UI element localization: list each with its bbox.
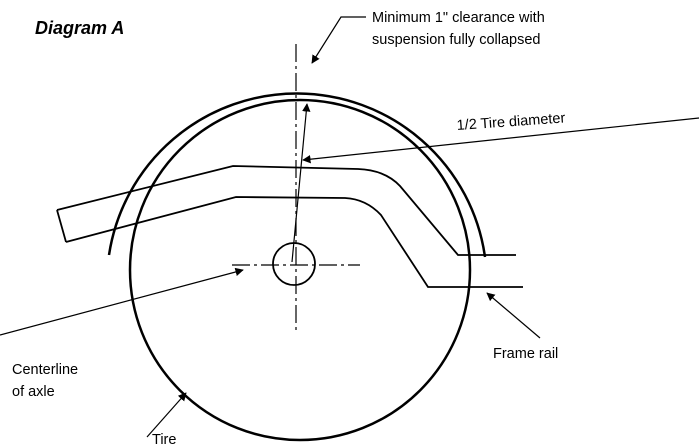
frame-rail-label: Frame rail bbox=[493, 346, 558, 362]
clearance-leader bbox=[311, 16, 366, 64]
frame-rail-end bbox=[56, 209, 67, 243]
radius-arrow bbox=[291, 103, 311, 263]
frame-rail-top-edge bbox=[56, 165, 516, 256]
clearance-label-line2: suspension fully collapsed bbox=[372, 32, 540, 48]
clearance-label-line1: Minimum 1" clearance with bbox=[372, 10, 545, 26]
frame-rail-leader bbox=[486, 292, 541, 339]
centerline-leader bbox=[0, 267, 244, 336]
tire-leader bbox=[146, 392, 187, 438]
half-diameter-leader bbox=[302, 117, 699, 164]
tire-outline bbox=[128, 98, 472, 442]
tire-label: Tire bbox=[152, 432, 176, 447]
frame-rail-bottom-edge bbox=[65, 196, 523, 288]
axle-circle bbox=[272, 242, 316, 286]
centerline-label-line1: Centerline bbox=[12, 362, 78, 378]
clearance-arc bbox=[107, 92, 487, 258]
diagram-title: Diagram A bbox=[35, 18, 124, 38]
centerline-label-line2: of axle bbox=[12, 384, 55, 400]
half-diameter-label: 1/2 Tire diameter bbox=[456, 110, 566, 134]
